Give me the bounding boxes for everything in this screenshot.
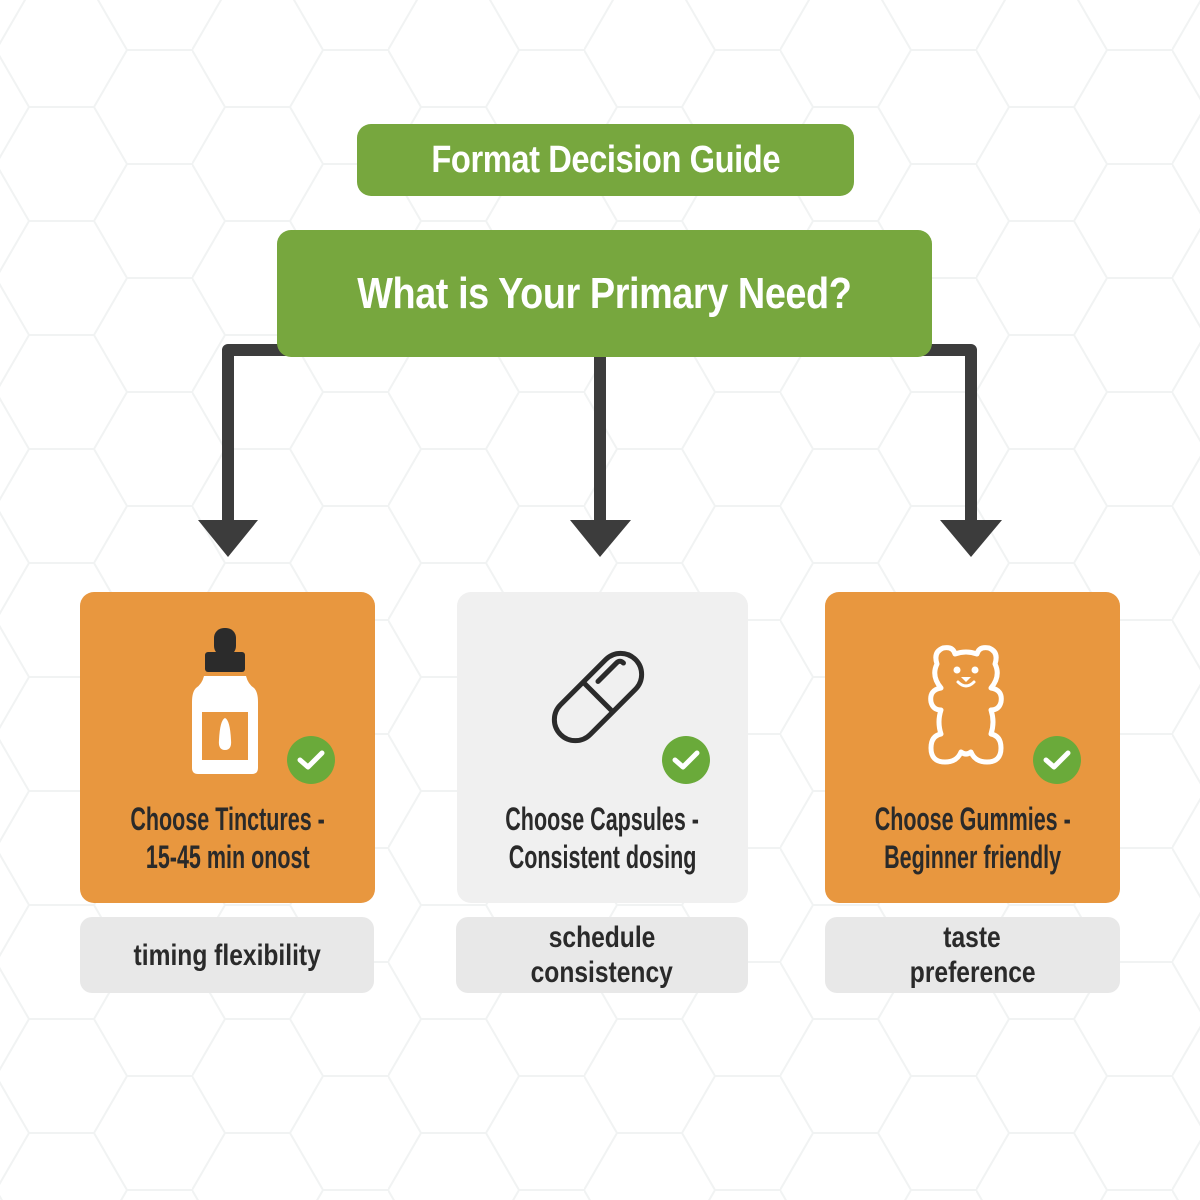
option-label-line1: schedule bbox=[548, 921, 656, 954]
option-card-tinctures[interactable]: Choose Tinctures - 15-45 min onost bbox=[80, 592, 375, 903]
guide-title-banner: Format Decision Guide bbox=[357, 124, 854, 196]
connector-left bbox=[222, 344, 290, 525]
primary-need-question-box: What is Your Primary Need? bbox=[277, 230, 932, 357]
option-label-line2: preference bbox=[909, 956, 1036, 989]
option-label-gummies: taste preference bbox=[825, 917, 1120, 993]
option-title: Choose Tinctures - 15-45 min onost bbox=[80, 800, 375, 876]
checkmark-icon bbox=[672, 750, 700, 770]
primary-need-question: What is Your Primary Need? bbox=[357, 268, 852, 318]
option-title-line2: 15-45 min onost bbox=[145, 839, 310, 875]
option-title-line2: Consistent dosing bbox=[508, 839, 697, 875]
option-title: Choose Gummies - Beginner friendly bbox=[825, 800, 1120, 876]
option-title-line2: Beginner friendly bbox=[884, 839, 1061, 875]
check-badge bbox=[287, 736, 335, 784]
option-label-capsules: schedule consistency bbox=[456, 917, 748, 993]
checkmark-icon bbox=[1043, 750, 1071, 770]
dropper-bottle-icon bbox=[192, 628, 258, 774]
option-label-tinctures: timing flexibility bbox=[80, 917, 374, 993]
option-title: Choose Capsules - Consistent dosing bbox=[457, 800, 748, 876]
check-badge bbox=[662, 736, 710, 784]
option-label-line1: taste bbox=[943, 921, 1002, 954]
option-title-line1: Choose Tinctures - bbox=[130, 801, 325, 837]
arrow-head-right bbox=[940, 520, 1002, 557]
checkmark-icon bbox=[297, 750, 325, 770]
arrow-head-left bbox=[198, 520, 258, 557]
capsule-icon bbox=[551, 650, 645, 744]
connector-right bbox=[915, 344, 977, 525]
option-card-capsules[interactable]: Choose Capsules - Consistent dosing bbox=[457, 592, 748, 903]
option-title-line1: Choose Gummies - bbox=[874, 801, 1071, 837]
arrow-head-center bbox=[570, 520, 631, 557]
option-label-line2: consistency bbox=[530, 956, 674, 989]
guide-title: Format Decision Guide bbox=[431, 138, 780, 181]
option-label-line1: timing flexibility bbox=[133, 938, 321, 972]
option-title-line1: Choose Capsules - bbox=[505, 801, 700, 837]
option-card-gummies[interactable]: Choose Gummies - Beginner friendly bbox=[825, 592, 1120, 903]
gummy-bear-icon bbox=[928, 645, 1004, 765]
check-badge bbox=[1033, 736, 1081, 784]
